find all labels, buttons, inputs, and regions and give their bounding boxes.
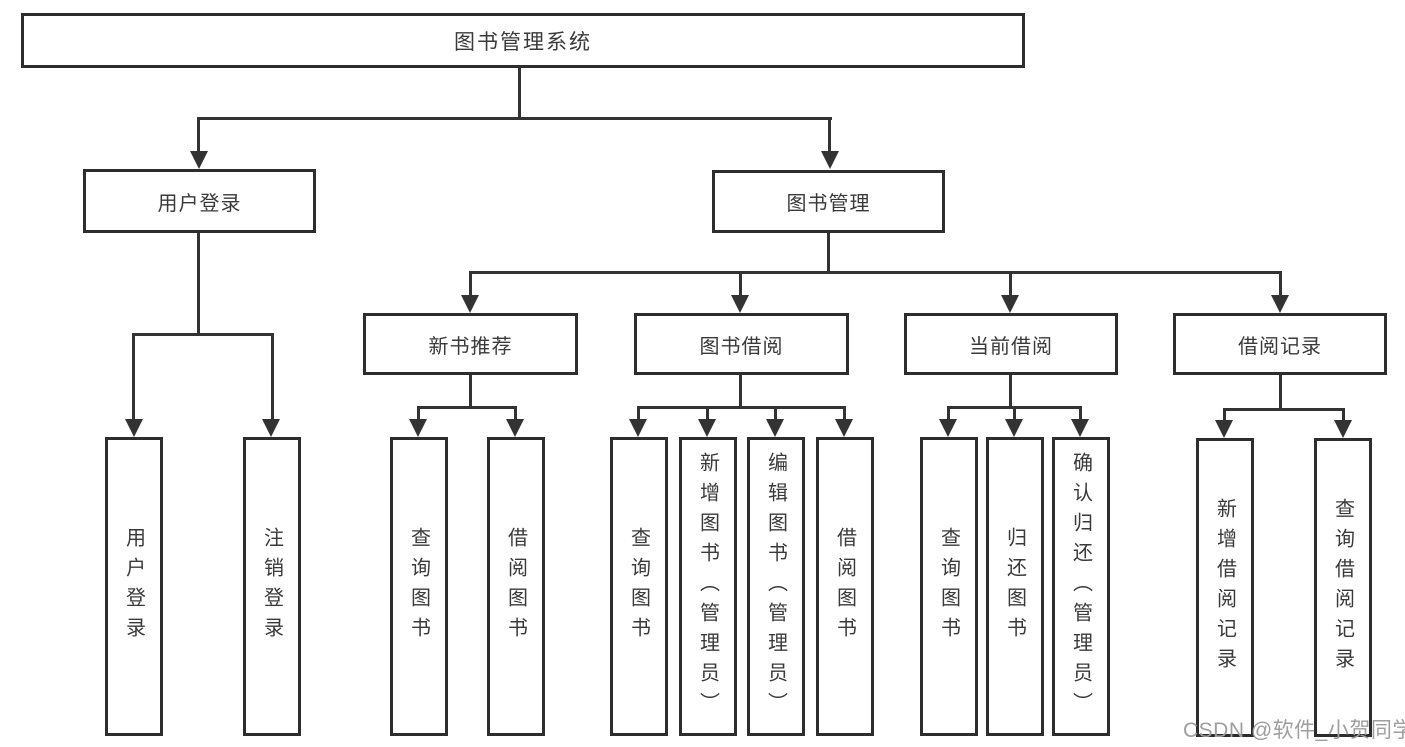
arrowhead-down-icon <box>461 295 479 313</box>
csdn-watermark: CSDN @软件_小贺同学 <box>1183 719 1405 742</box>
connector-v <box>637 406 640 421</box>
connector-v <box>197 233 200 335</box>
leaf-borrow-books-2: 借阅图书 <box>816 437 874 736</box>
connector-v <box>1342 408 1345 422</box>
connector-v <box>774 406 777 421</box>
connector-v <box>827 233 830 273</box>
connector-v <box>828 117 831 152</box>
leaf-user-login: 用户登录 <box>105 437 163 736</box>
node-book-borrow: 图书借阅 <box>634 313 849 375</box>
connector-v <box>947 406 950 421</box>
connector-h <box>1223 408 1344 411</box>
connector-v <box>469 375 472 408</box>
leaf-query-books-2: 查询图书 <box>610 437 668 736</box>
arrowhead-down-icon <box>262 419 280 437</box>
node-new-book-recommend: 新书推荐 <box>363 313 578 375</box>
arrowhead-down-icon <box>1071 419 1089 437</box>
arrowhead-down-icon <box>1001 295 1019 313</box>
connector-v <box>1223 408 1226 422</box>
node-root: 图书管理系统 <box>21 13 1025 68</box>
arrowhead-down-icon <box>731 295 749 313</box>
leaf-query-borrow-record: 查询借阅记录 <box>1314 438 1372 737</box>
node-user-login: 用户登录 <box>83 169 316 233</box>
connector-v <box>417 406 420 421</box>
arrowhead-down-icon <box>835 419 853 437</box>
connector-v <box>1279 375 1282 410</box>
connector-v <box>518 68 521 118</box>
arrowhead-down-icon <box>506 419 524 437</box>
leaf-add-books-admin: 新增图书（管理员） <box>679 437 737 736</box>
leaf-return-books: 归还图书 <box>986 437 1044 736</box>
arrowhead-down-icon <box>766 419 784 437</box>
arrowhead-down-icon <box>1005 419 1023 437</box>
node-borrow-records: 借阅记录 <box>1173 313 1387 375</box>
arrowhead-down-icon <box>1271 295 1289 313</box>
arrowhead-down-icon <box>629 419 647 437</box>
leaf-query-books-1: 查询图书 <box>390 437 448 736</box>
arrowhead-down-icon <box>190 151 208 169</box>
connector-v <box>739 375 742 408</box>
leaf-query-books-3: 查询图书 <box>920 437 978 736</box>
arrowhead-down-icon <box>1334 420 1352 438</box>
node-book-management: 图书管理 <box>712 170 945 233</box>
connector-v <box>469 271 472 297</box>
connector-h <box>132 333 274 336</box>
connector-h <box>198 117 832 120</box>
leaf-edit-books-admin: 编辑图书（管理员） <box>747 437 805 736</box>
node-current-borrow: 当前借阅 <box>904 313 1118 375</box>
connector-v <box>514 406 517 421</box>
connector-v <box>1009 271 1012 297</box>
connector-v <box>1009 375 1012 408</box>
connector-v <box>1079 406 1082 421</box>
connector-v <box>843 406 846 421</box>
arrowhead-down-icon <box>698 419 716 437</box>
arrowhead-down-icon <box>939 419 957 437</box>
arrowhead-down-icon <box>409 419 427 437</box>
leaf-logout: 注销登录 <box>243 437 301 736</box>
connector-v <box>739 271 742 297</box>
connector-v <box>132 333 135 421</box>
connector-v <box>271 333 274 421</box>
connector-v <box>197 117 200 152</box>
connector-h <box>637 406 846 409</box>
leaf-confirm-return-admin: 确认归还（管理员） <box>1052 437 1110 736</box>
connector-v <box>1279 271 1282 297</box>
leaf-borrow-books-1: 借阅图书 <box>487 437 545 736</box>
connector-h <box>469 271 1282 274</box>
arrowhead-down-icon <box>125 419 143 437</box>
connector-v <box>706 406 709 421</box>
connector-h <box>417 406 517 409</box>
connector-v <box>1013 406 1016 421</box>
arrowhead-down-icon <box>821 151 839 169</box>
arrowhead-down-icon <box>1215 420 1233 438</box>
leaf-add-borrow-record: 新增借阅记录 <box>1196 438 1254 737</box>
